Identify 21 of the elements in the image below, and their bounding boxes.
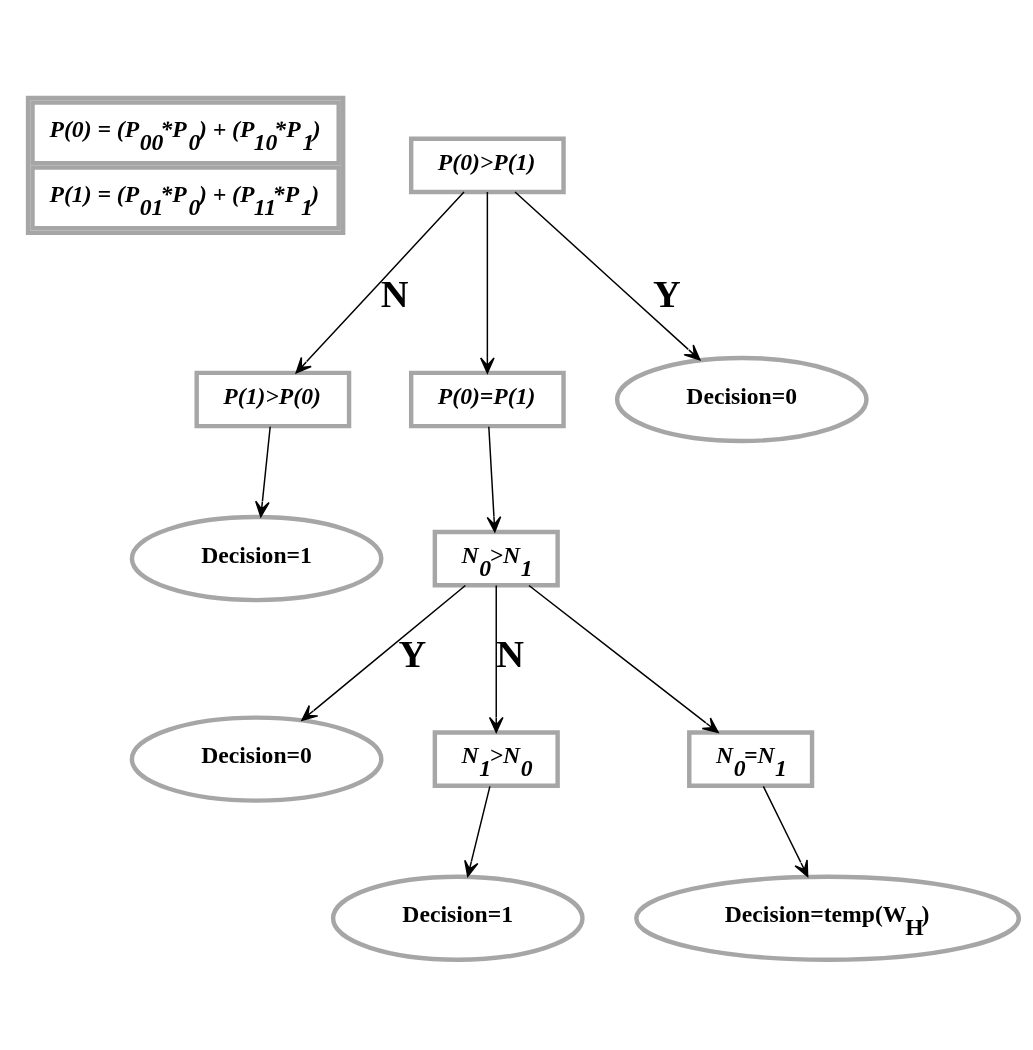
- edge-label: Y: [653, 273, 681, 316]
- edge-label: N: [496, 632, 524, 675]
- node-ellipse: Decision=0: [614, 355, 869, 444]
- node-ellipse: Decision=1: [330, 874, 585, 962]
- edge-label: Y: [398, 632, 427, 675]
- node-box: P(0)=P(1): [408, 370, 566, 429]
- node-box: P(1)>P(0): [194, 370, 352, 429]
- arrow: [255, 426, 271, 518]
- node-box: P(0)>P(1): [408, 136, 566, 195]
- node-ellipse: Decision=0: [129, 715, 384, 803]
- arrow: [479, 191, 495, 374]
- node-ellipse: Decision=1: [129, 514, 384, 603]
- arrow: [301, 584, 467, 721]
- arrow: [295, 191, 465, 374]
- arrow: [514, 191, 701, 361]
- edge-label: N: [380, 273, 409, 316]
- arrow: [464, 785, 491, 877]
- arrow: [762, 785, 809, 877]
- arrow: [488, 584, 504, 734]
- arrow: [486, 426, 502, 533]
- arrow: [528, 584, 719, 734]
